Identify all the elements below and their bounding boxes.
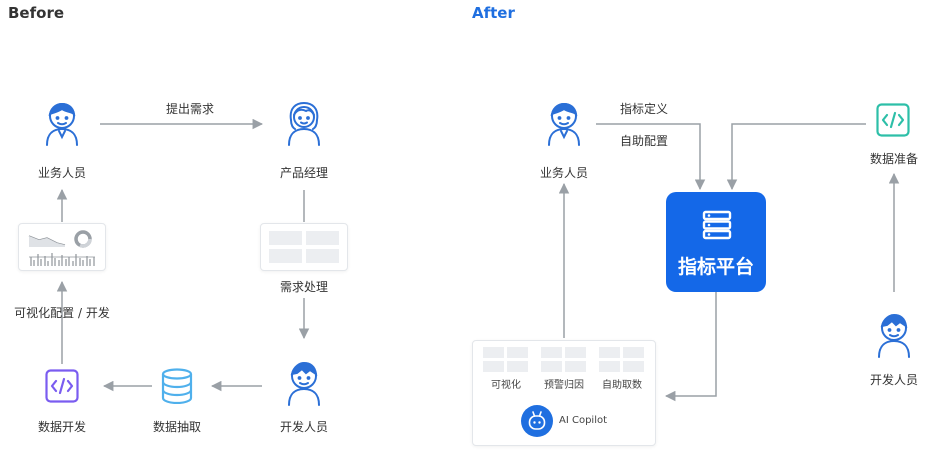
metric-platform-label: 指标平台 (677, 256, 754, 278)
after-business-person-label: 业务人员 (539, 166, 588, 180)
after-developer-label: 开发人员 (869, 373, 918, 387)
data-extract-label: 数据抽取 (152, 420, 201, 434)
edge-business-to-platform (596, 123, 706, 191)
product-manager-label: 产品经理 (279, 166, 328, 180)
metric-platform-node: 指标平台 (666, 192, 766, 292)
data-dev-label: 数据开发 (37, 420, 86, 434)
visualization-panel (18, 223, 106, 271)
robot-icon (528, 411, 546, 430)
copilot-label: AI Copilot (559, 415, 608, 426)
chart-thumbnail-icon (28, 230, 95, 266)
product-manager-icon (288, 101, 320, 146)
after-business-person-icon (548, 102, 580, 146)
after-developer-icon (878, 313, 910, 358)
business-person-label: 业务人员 (37, 166, 86, 180)
edge-dataprep-to-platform (726, 123, 866, 191)
tool-self-service-data-label: 自助取数 (602, 380, 642, 391)
visualization-thumb-icon (483, 347, 528, 372)
copilot-badge (521, 405, 553, 437)
business-person-icon (46, 102, 78, 146)
code-icon (45, 369, 79, 403)
demand-processing-label: 需求处理 (279, 280, 328, 294)
developer-icon (288, 361, 320, 406)
after-title: After (472, 4, 515, 22)
before-title: Before (8, 4, 65, 22)
server-stack-icon (702, 210, 732, 240)
alert-attribution-thumb-icon (541, 347, 586, 372)
data-prep-label: 数据准备 (869, 152, 918, 166)
demand-processing-panel (260, 223, 348, 271)
edge-label-metric-definition: 指标定义 (620, 102, 669, 116)
visualization-label: 可视化配置 / 开发 (14, 306, 110, 320)
tool-alert-attribution-label: 预警归因 (544, 380, 584, 391)
edge-platform-to-tools (664, 292, 717, 402)
edge-label-propose: 提出需求 (165, 102, 214, 116)
grid-placeholder-icon (269, 231, 339, 263)
tool-visualization-label: 可视化 (491, 380, 521, 391)
database-icon (161, 368, 193, 404)
tools-panel: 可视化 预警归因 自助取数 AI Copilot (472, 340, 656, 446)
edge-label-self-config: 自助配置 (620, 134, 669, 148)
data-prep-code-icon (876, 103, 910, 137)
developer-label: 开发人员 (279, 420, 328, 434)
self-service-data-thumb-icon (599, 347, 644, 372)
